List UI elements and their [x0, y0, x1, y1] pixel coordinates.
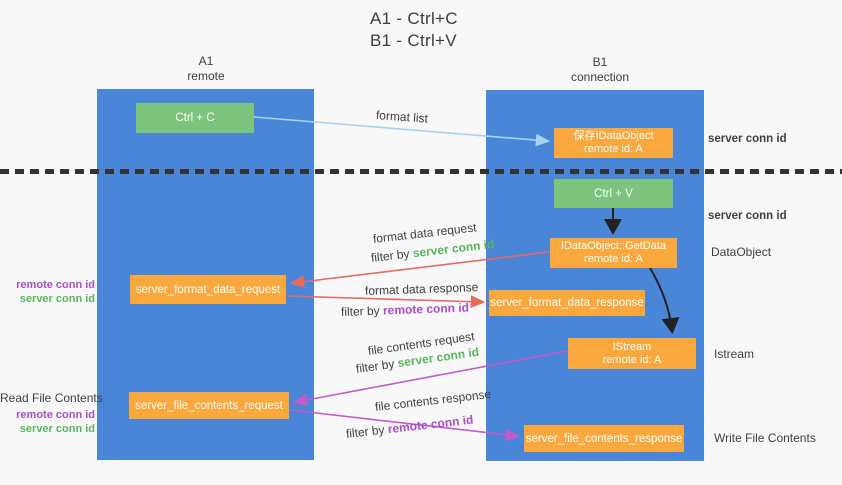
dataobject-label: DataObject — [711, 245, 772, 259]
box-save-idataobject-line2: remote id: A — [584, 143, 643, 155]
label-filter-format-response: filter by remote conn id — [341, 301, 469, 319]
box-idataobject-getdata-line2: remote id: A — [584, 253, 643, 265]
remote-conn-id-key: remote conn id — [382, 300, 470, 318]
box-server-format-data-response: server_format_data_response — [489, 290, 645, 316]
remote-conn-id-label: remote conn id — [16, 279, 95, 291]
box-server-file-contents-request: server_file_contents_request — [129, 392, 289, 419]
box-server-file-contents-request-label: server_file_contents_request — [135, 399, 283, 412]
box-ctrl-v: Ctrl + V — [554, 179, 673, 208]
label-file-contents-response: file contents response — [374, 386, 492, 414]
istream-label: Istream — [714, 347, 755, 361]
column-b1-subtitle: connection — [570, 70, 630, 84]
box-server-format-data-request: server_format_data_request — [130, 275, 286, 304]
title-line-2: B1 - Ctrl+V — [370, 31, 457, 50]
column-b1-title: B1 — [592, 55, 608, 69]
left-conn-id-labels-top: remote conn id server conn id — [0, 278, 95, 306]
box-ctrl-c: Ctrl + C — [136, 103, 254, 133]
write-file-contents-label: Write File Contents — [714, 431, 816, 445]
remote-conn-id-label: remote conn id — [16, 409, 95, 421]
box-server-file-contents-response-label: server_file_contents_response — [525, 432, 683, 445]
box-idataobject-getdata-line1: IDataObject::GetData — [560, 240, 667, 252]
remote-conn-id-key: remote conn id — [386, 412, 475, 437]
server-conn-id-label: server conn id — [19, 293, 95, 305]
filter-by-text: filter by — [355, 356, 396, 376]
column-header-a1: A1 remote — [156, 54, 256, 84]
server-conn-id-label-mid: server conn id — [708, 210, 787, 222]
column-header-b1: B1 connection — [545, 55, 655, 85]
filter-by-text: filter by — [340, 303, 380, 319]
box-istream: IStream remote id: A — [568, 338, 696, 369]
session-divider-dotted-line — [0, 169, 842, 174]
column-a1-title: A1 — [198, 54, 214, 68]
label-filter-file-response: filter by remote conn id — [345, 413, 474, 441]
box-istream-line2: remote id: A — [602, 353, 662, 366]
server-conn-id-label: server conn id — [19, 423, 95, 435]
left-conn-id-labels-bottom: remote conn id server conn id — [0, 408, 95, 436]
box-istream-line1: IStream — [612, 340, 652, 353]
box-idataobject-getdata: IDataObject::GetData remote id: A — [550, 238, 677, 268]
server-conn-id-label-top: server conn id — [708, 133, 787, 145]
server-conn-id-key: server conn id — [411, 237, 496, 261]
box-server-file-contents-response: server_file_contents_response — [524, 425, 684, 452]
diagram-title: A1 - Ctrl+C B1 - Ctrl+V — [370, 8, 458, 52]
label-format-data-response: format data response — [364, 280, 479, 298]
read-file-contents-label: Read File Contents — [0, 391, 103, 405]
box-save-idataobject: 保存IDataObject remote id: A — [554, 128, 673, 158]
box-save-idataobject-line1: 保存IDataObject — [573, 130, 654, 142]
box-ctrl-v-label: Ctrl + V — [594, 187, 633, 200]
filter-by-text: filter by — [345, 422, 386, 441]
filter-by-text: filter by — [370, 246, 411, 265]
box-server-format-data-request-label: server_format_data_request — [135, 283, 281, 296]
box-server-format-data-response-label: server_format_data_response — [490, 297, 644, 309]
box-ctrl-c-label: Ctrl + C — [175, 112, 215, 124]
label-format-list: format list — [375, 108, 429, 126]
title-line-1: A1 - Ctrl+C — [370, 9, 458, 28]
column-a1-subtitle: remote — [187, 69, 225, 83]
